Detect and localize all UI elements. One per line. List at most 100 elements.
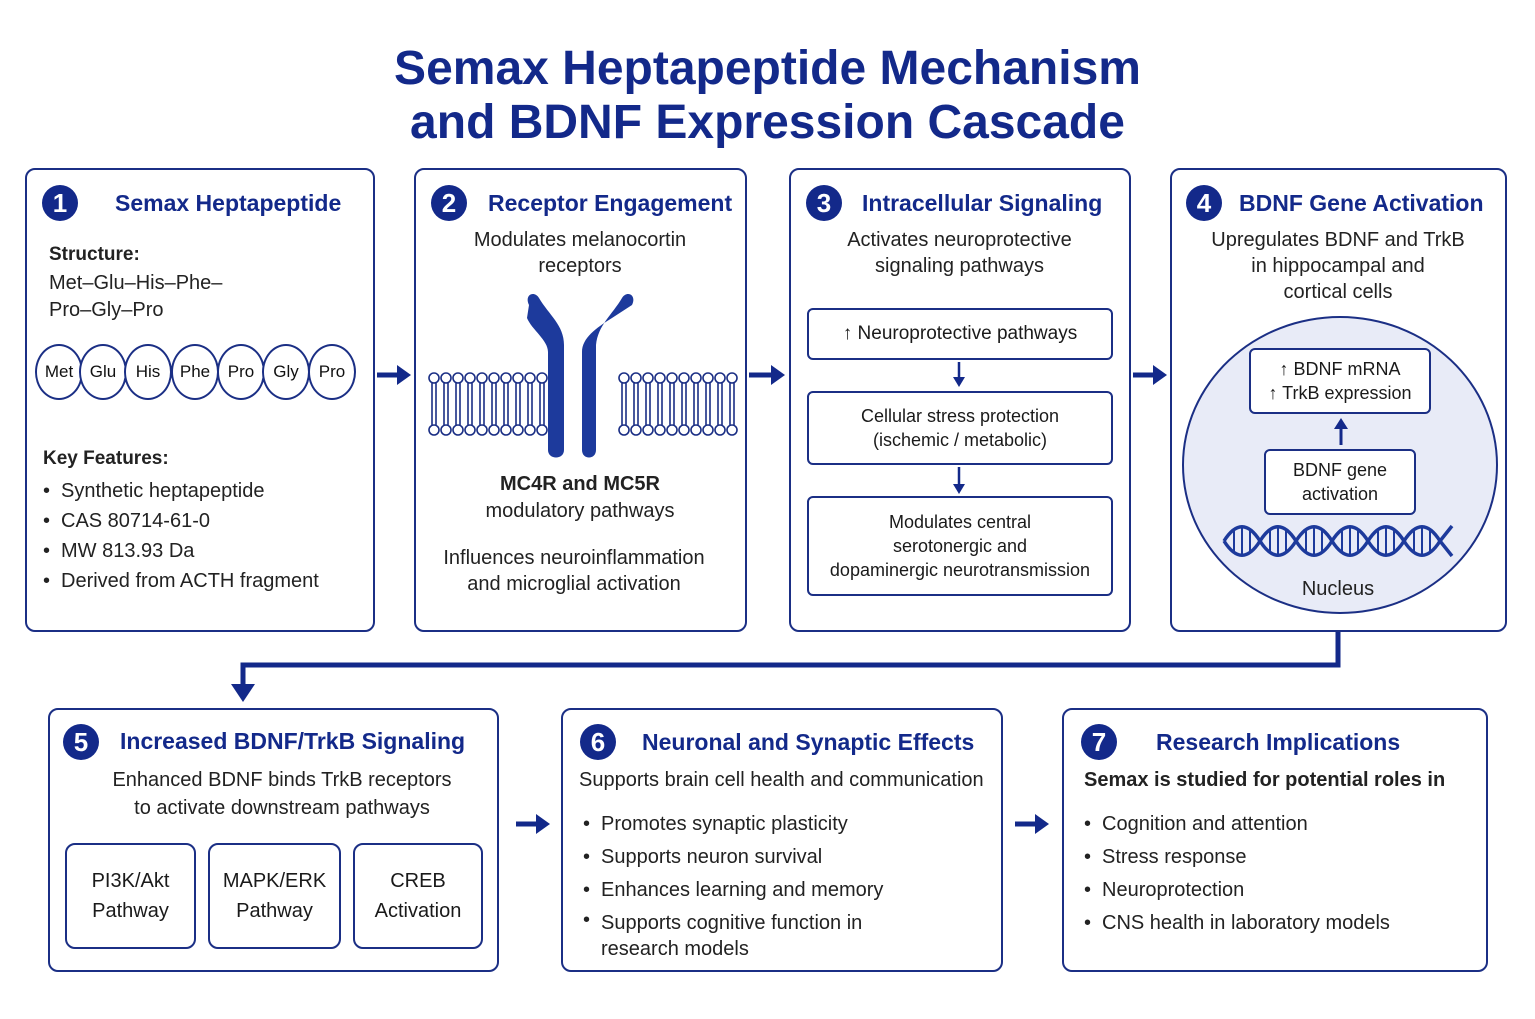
pathway-pi3k-line-2: Pathway: [92, 900, 169, 922]
bdnf-gene-line-2: activation: [1301, 484, 1379, 504]
title-line-1: Semax Heptapeptide Mechanism: [394, 42, 1141, 95]
features-list: Synthetic heptapeptide CAS 80714-61-0 MW…: [43, 476, 319, 596]
effect-item: Supports cognitive function in research …: [583, 907, 883, 962]
structure-line-1: Met–Glu–His–Phe–: [49, 272, 223, 294]
stress-protection-box: Cellular stress protection (ischemic / m…: [807, 391, 1113, 465]
panel-3-title: Intracellular Signaling: [862, 190, 1103, 216]
amino-acid-2: Glu: [79, 344, 127, 400]
arrow-down-icon: [953, 467, 965, 494]
feature-item: Derived from ACTH fragment: [43, 566, 319, 596]
step-number-7: 7: [1081, 724, 1117, 760]
panel-bdnf-trkb-signaling: 5 Increased BDNF/TrkB Signaling Enhanced…: [48, 708, 499, 972]
panel-neuronal-synaptic-effects: 6 Neuronal and Synaptic Effects Supports…: [561, 708, 1003, 972]
panel-5-title: Increased BDNF/TrkB Signaling: [120, 728, 466, 754]
panel-4-subtitle-line-2: in hippocampal and: [1251, 255, 1425, 277]
panel-4-subtitle-line-3: cortical cells: [1283, 281, 1393, 303]
implication-item: CNS health in laboratory models: [1084, 907, 1390, 940]
panel-bdnf-gene-activation: 4 BDNF Gene Activation Upregulates BDNF …: [1170, 168, 1507, 632]
amino-acid-3: His: [124, 344, 172, 400]
structure-line-2: Pro–Gly–Pro: [49, 299, 164, 321]
pathway-creb-line-2: Activation: [374, 900, 462, 922]
step-number-1: 1: [42, 185, 78, 221]
panel-2-title: Receptor Engagement: [488, 190, 733, 216]
feature-item: CAS 80714-61-0: [43, 506, 319, 536]
pathway-creb-line-1: CREB: [390, 870, 446, 892]
receptor-label: MC4R and MC5R: [499, 473, 660, 495]
panel-6-title: Neuronal and Synaptic Effects: [642, 729, 975, 755]
panel-5-subtitle: Enhanced BDNF binds TrkB receptors to ac…: [50, 766, 514, 822]
receptor-membrane-icon: [428, 294, 738, 458]
neuroprotective-pathways-box: ↑ Neuroprotective pathways: [807, 308, 1113, 360]
arrow-right-icon: [377, 365, 411, 385]
panel-research-implications: 7 Research Implications Semax is studied…: [1062, 708, 1488, 972]
pathway-box-creb: CREB Activation: [353, 843, 483, 949]
step-number-2: 2: [431, 185, 467, 221]
panel-6-subtitle: Supports brain cell health and communica…: [579, 769, 984, 791]
pathway-box-mapk: MAPK/ERK Pathway: [208, 843, 341, 949]
implication-item: Neuroprotection: [1084, 874, 1390, 907]
title-line-2: and BDNF Expression Cascade: [410, 96, 1125, 149]
panel-5-subtitle-line-2: to activate downstream pathways: [134, 797, 430, 819]
pathway-mapk-line-1: MAPK/ERK: [222, 870, 327, 892]
amino-acid-5: Pro: [217, 344, 265, 400]
arrow-right-icon: [749, 365, 785, 385]
bdnf-mrna-box: ↑ BDNF mRNA ↑ TrkB expression: [1249, 348, 1431, 414]
structure-label: Structure:: [49, 244, 140, 265]
feature-item: Synthetic heptapeptide: [43, 476, 319, 506]
feature-item: MW 813.93 Da: [43, 536, 319, 566]
pathway-pi3k-line-1: PI3K/Akt: [91, 870, 170, 892]
arrow-up-icon: [1334, 418, 1348, 445]
amino-acid-7: Pro: [308, 344, 356, 400]
bdnf-mrna-line-1: ↑ BDNF mRNA: [1279, 359, 1401, 379]
bdnf-gene-box: BDNF gene activation: [1264, 449, 1416, 515]
panel-intracellular-signaling: 3 Intracellular Signaling Activates neur…: [789, 168, 1131, 632]
effect-item: Supports neuron survival: [583, 841, 983, 874]
features-label: Key Features:: [43, 448, 169, 469]
panel-2-subtitle: Modulates melanocortin receptors: [416, 227, 744, 279]
step-number-3: 3: [806, 185, 842, 221]
panel-7-title: Research Implications: [1156, 729, 1401, 755]
step-number-5: 5: [63, 724, 99, 760]
influence-line-1: Influences neuroinflammation: [443, 547, 705, 569]
arrow-down-icon: [953, 362, 965, 387]
amino-acid-6: Gly: [262, 344, 310, 400]
panel-2-subtitle-line-2: receptors: [538, 255, 622, 277]
stress-protection-line-1: Cellular stress protection: [860, 406, 1060, 426]
panel-4-title: BDNF Gene Activation: [1239, 190, 1484, 216]
panel-2-subtitle-line-1: Modulates melanocortin: [473, 229, 687, 251]
implication-item: Stress response: [1084, 841, 1390, 874]
stress-protection-line-2: (ischemic / metabolic): [872, 430, 1048, 450]
panel-5-subtitle-line-1: Enhanced BDNF binds TrkB receptors: [112, 769, 452, 791]
connector-arrow-icon: [231, 632, 1341, 702]
panel-4-subtitle-line-1: Upregulates BDNF and TrkB: [1211, 229, 1465, 251]
bdnf-gene-line-1: BDNF gene: [1292, 460, 1388, 480]
implication-item: Cognition and attention: [1084, 808, 1390, 841]
neurotransmission-line-2: serotonergic and: [892, 536, 1028, 556]
nucleus-label: Nucleus: [1301, 578, 1375, 600]
pathway-box-pi3k: PI3K/Akt Pathway: [65, 843, 196, 949]
arrow-right-icon: [1015, 814, 1049, 834]
effect-item: Enhances learning and memory: [583, 874, 983, 907]
step-number-4: 4: [1186, 185, 1222, 221]
panel-semax-heptapeptide: 1 Semax Heptapeptide Structure: Met–Glu–…: [25, 168, 375, 632]
panel-3-subtitle-line-1: Activates neuroprotective: [847, 229, 1072, 251]
amino-acid-1: Met: [35, 344, 83, 400]
panel-3-subtitle: Activates neuroprotective signaling path…: [791, 227, 1128, 279]
panel-1-title: Semax Heptapeptide: [115, 190, 342, 216]
neurotransmission-line-1: Modulates central: [888, 512, 1032, 532]
panel-3-subtitle-line-2: signaling pathways: [875, 255, 1044, 277]
implications-list: Cognition and attention Stress response …: [1084, 808, 1390, 940]
arrow-right-icon: [1133, 365, 1167, 385]
neurotransmission-line-3: dopaminergic neurotransmission: [829, 560, 1091, 580]
effects-list: Promotes synaptic plasticity Supports ne…: [583, 808, 983, 962]
bdnf-mrna-line-2: ↑ TrkB expression: [1268, 383, 1412, 403]
page-title: Semax Heptapeptide Mechanism and BDNF Ex…: [0, 42, 1535, 150]
neurotransmission-box: Modulates central serotonergic and dopam…: [807, 496, 1113, 596]
panel-4-subtitle: Upregulates BDNF and TrkB in hippocampal…: [1172, 227, 1504, 305]
influence-line-2: and microglial activation: [467, 573, 681, 595]
influence-text: Influences neuroinflammation and microgl…: [416, 545, 732, 597]
effect-item: Promotes synaptic plasticity: [583, 808, 983, 841]
pathway-mapk-line-2: Pathway: [236, 900, 313, 922]
step-number-6: 6: [580, 724, 616, 760]
arrow-right-icon: [516, 814, 550, 834]
